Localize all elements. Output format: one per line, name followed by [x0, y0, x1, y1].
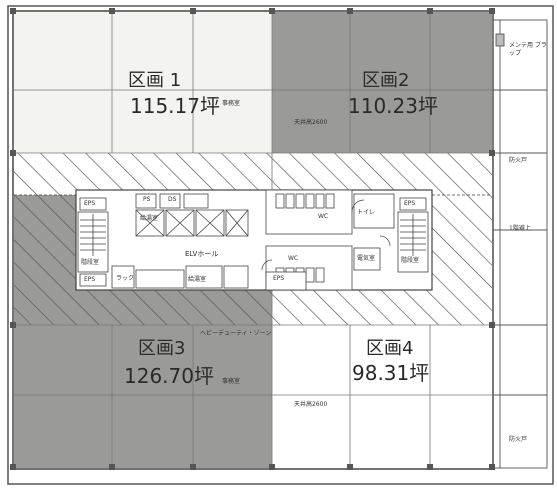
zone-3-area-value: 126.70坪 — [124, 364, 214, 388]
elv-hall-label: ELVホール — [185, 250, 219, 258]
eps-label-1: EPS — [84, 200, 96, 207]
office-label-3: 事務室 — [222, 378, 241, 385]
columns — [10, 8, 495, 470]
eps-label-4: EPS — [273, 275, 285, 282]
ps-label: PS — [143, 196, 151, 203]
stair-left — [77, 197, 109, 287]
service-rooms — [111, 265, 249, 289]
zone-1-area-value: 115.17坪 — [130, 94, 220, 118]
toilets — [265, 189, 395, 291]
zone-1-name: 区画 1 — [128, 70, 182, 91]
doors — [261, 199, 391, 271]
ceiling-label-1: 天井高2600 — [294, 119, 328, 126]
right-balcony — [492, 19, 548, 469]
rack-label: ラック — [116, 275, 135, 282]
kyutou-label-1: 給湯室 — [140, 215, 159, 222]
balcony-label: 1階避上 — [509, 225, 531, 232]
kyutou-label-2: 給湯室 — [188, 276, 207, 283]
eps-label-2: EPS — [84, 276, 96, 283]
toilet-label: トイレ — [357, 209, 376, 216]
denki-label: 電気室 — [357, 255, 376, 262]
heavy-duty-label: ヘビーデューティ・ゾーン — [200, 330, 272, 337]
zone-2-name: 区画2 — [362, 70, 410, 91]
zone-1-area — [14, 12, 272, 153]
zone-2-area — [272, 12, 492, 153]
zone-2-area-value: 110.23坪 — [348, 94, 438, 118]
zone-4-name: 区画4 — [366, 338, 414, 359]
stair-left-label: 階段室 — [81, 259, 100, 266]
office-label-1: 事務室 — [222, 100, 241, 107]
ds-label: DS — [168, 196, 177, 203]
stair-right-label: 階段室 — [401, 257, 420, 264]
structural-grid — [14, 12, 492, 468]
elevators — [135, 193, 249, 237]
heavy-duty-band-top — [14, 153, 492, 195]
zone-3-name: 区画3 — [138, 338, 186, 359]
wc-label-1: WC — [318, 213, 329, 220]
zone-4-area-value: 98.31坪 — [352, 361, 430, 385]
wc-label-2: WC — [288, 255, 299, 262]
right-hatch-strip — [432, 195, 492, 280]
fire-door-label-1: 防火戸 — [509, 157, 528, 164]
stair-right — [397, 197, 429, 273]
maint-balcony-label: メンテ用 ブラップ — [509, 42, 547, 57]
eps-label-3: EPS — [404, 200, 416, 207]
ceiling-label-2: 天井高2600 — [294, 401, 328, 408]
fire-door-label-2: 防火戸 — [509, 436, 528, 443]
